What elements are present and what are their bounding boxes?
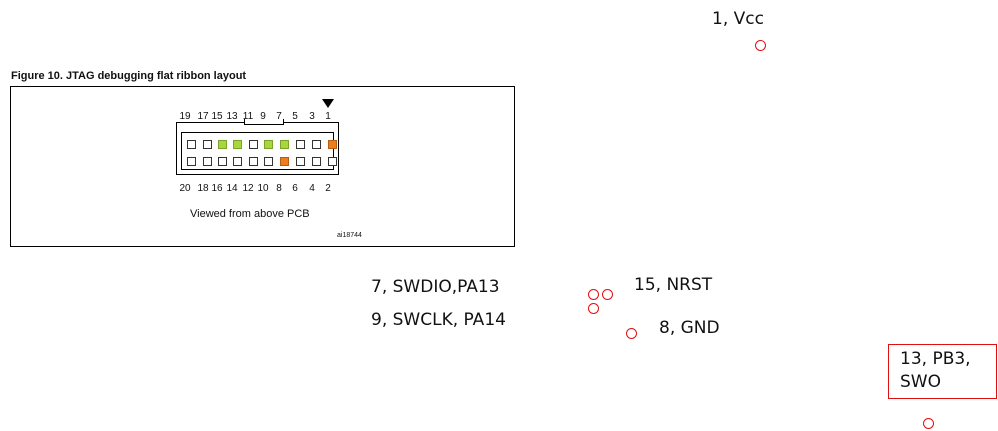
connector-inner-outline — [181, 132, 334, 170]
pin-square — [233, 140, 242, 149]
pin-number: 7 — [276, 111, 282, 122]
swdio-label: 7, SWDIO,PA13 — [371, 277, 500, 297]
pin-number: 20 — [179, 183, 191, 194]
pin-square — [328, 157, 337, 166]
pin-square — [264, 157, 273, 166]
pin-number: 18 — [197, 183, 209, 194]
pin-number: 10 — [257, 183, 269, 194]
pin-number: 17 — [197, 111, 209, 122]
swclk-label: 9, SWCLK, PA14 — [371, 310, 506, 330]
figure-caption: Figure 10. JTAG debugging flat ribbon la… — [11, 70, 247, 82]
pin-number: 6 — [292, 183, 298, 194]
pin-square — [296, 140, 305, 149]
connector-key-notch — [244, 119, 284, 125]
pin-square — [249, 140, 258, 149]
pin-square — [328, 140, 337, 149]
pin-number: 16 — [211, 183, 223, 194]
pin-number: 19 — [179, 111, 191, 122]
pin-square — [187, 157, 196, 166]
pin-square — [233, 157, 242, 166]
swclk-marker-circle — [588, 303, 599, 314]
nrst-label: 15, NRST — [634, 275, 713, 295]
pin-square — [280, 157, 289, 166]
gnd-label: 8, GND — [659, 318, 720, 338]
pin-number: 11 — [242, 111, 254, 122]
pin-number: 1 — [325, 111, 331, 122]
pin-square — [249, 157, 258, 166]
pin-square — [312, 157, 321, 166]
pin-square — [218, 157, 227, 166]
pin-number: 5 — [292, 111, 298, 122]
pin-number: 14 — [226, 183, 238, 194]
pin-square — [218, 140, 227, 149]
nrst-marker-circle — [602, 289, 613, 300]
pin-number: 9 — [260, 111, 266, 122]
pin-square — [280, 140, 289, 149]
figure-frame — [10, 86, 515, 247]
pin-square — [296, 157, 305, 166]
pin-square — [203, 140, 212, 149]
pin-number: 12 — [242, 183, 254, 194]
pin-number: 8 — [276, 183, 282, 194]
pin1-triangle-icon — [322, 99, 334, 108]
pin-square — [312, 140, 321, 149]
pin-number: 3 — [309, 111, 315, 122]
pin-number: 15 — [211, 111, 223, 122]
vcc-marker-circle — [755, 40, 766, 51]
swdio-marker-circle — [588, 289, 599, 300]
pin-square — [203, 157, 212, 166]
swo-marker-circle — [923, 418, 934, 429]
vcc-label: 1, Vcc — [712, 9, 764, 29]
pin-square — [264, 140, 273, 149]
figure-id: ai18744 — [337, 232, 362, 239]
pin-number: 13 — [226, 111, 238, 122]
swo-callout-box: 13, PB3, SWO — [888, 344, 997, 399]
gnd-marker-circle — [626, 328, 637, 339]
swo-label-line2: SWO — [900, 372, 941, 392]
pin-number: 4 — [309, 183, 315, 194]
pin-number: 2 — [325, 183, 331, 194]
swo-label-line1: 13, PB3, — [900, 349, 971, 369]
pin-square — [187, 140, 196, 149]
viewed-from-label: Viewed from above PCB — [190, 208, 310, 220]
